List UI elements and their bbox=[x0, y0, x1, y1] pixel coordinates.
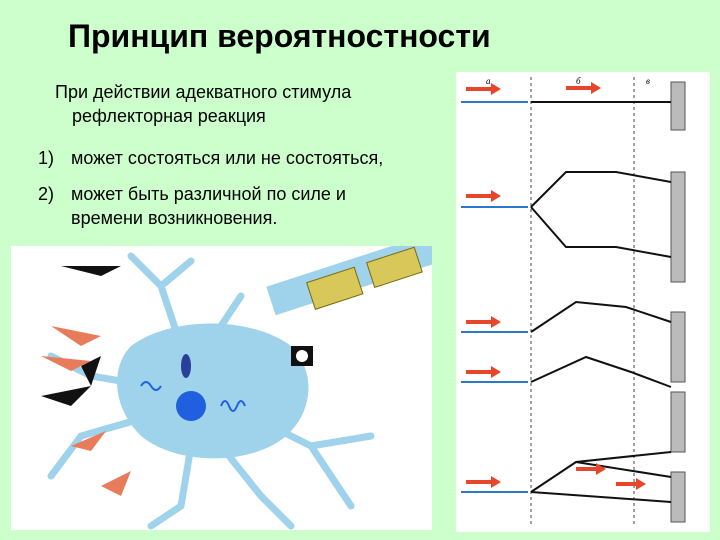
list-item-number: 1) bbox=[38, 148, 55, 168]
intro-text: При действии адекватного стимула рефлект… bbox=[55, 80, 445, 128]
reflex-arc-figure: а б в bbox=[456, 72, 710, 532]
column-label: а bbox=[486, 76, 491, 86]
column-label: в bbox=[646, 76, 650, 86]
intro-line-1: При действии адекватного стимула bbox=[55, 82, 352, 102]
neuron-diagram-icon bbox=[41, 234, 438, 530]
list-item: 1) может состояться или не состояться, bbox=[38, 146, 458, 170]
neuron-figure bbox=[11, 234, 438, 530]
reflex-arc-diagram-icon: а б в bbox=[461, 76, 686, 527]
intro-line-2: рефлекторная реакция bbox=[72, 106, 266, 126]
list-item-text: может быть различной по силе и bbox=[71, 184, 346, 204]
list-item: 2) может быть различной по силе и времени… bbox=[38, 182, 458, 230]
list-item-text: может состояться или не состояться, bbox=[71, 148, 384, 168]
list-item-number: 2) bbox=[38, 184, 55, 204]
list-item-text-line-2: времени возникновения. bbox=[71, 208, 278, 228]
column-label: б bbox=[576, 76, 581, 86]
slide-title: Принцип вероятностности bbox=[68, 18, 491, 54]
